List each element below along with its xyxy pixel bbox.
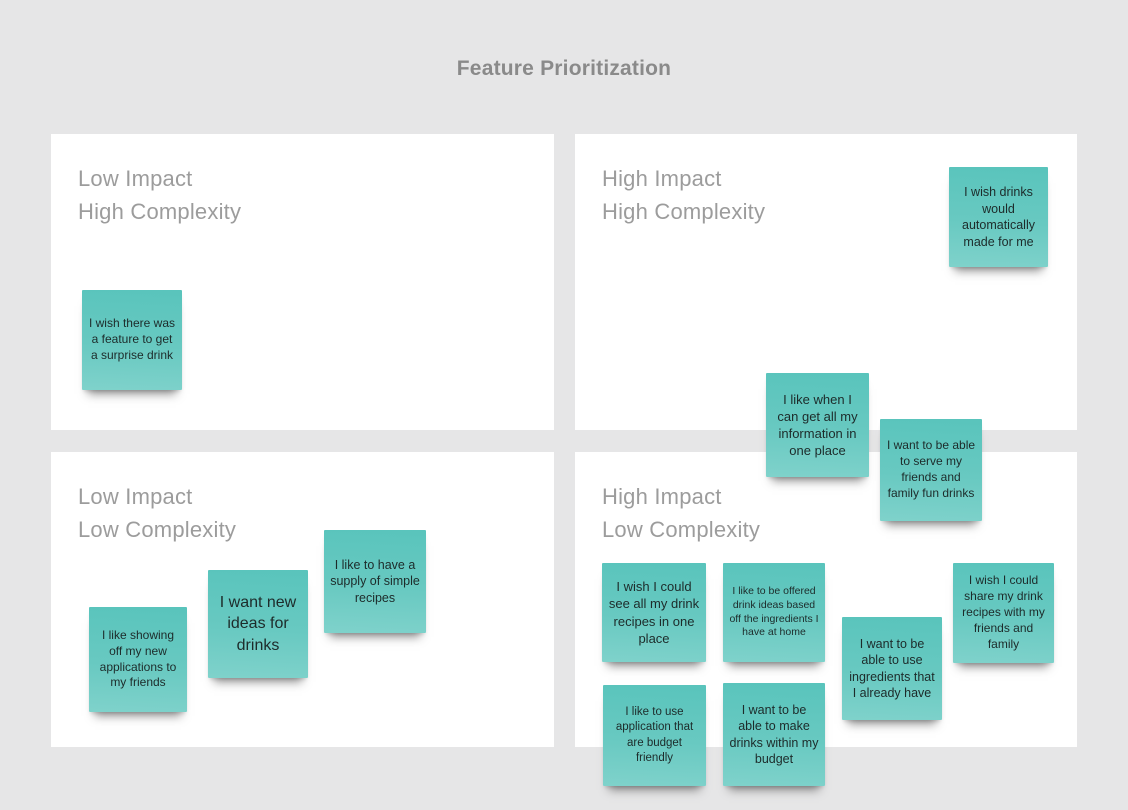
quadrant-heading-line2: High Complexity [602,199,766,224]
sticky-note-text: I like to use application that are budge… [615,706,694,764]
quadrant-heading-line1: Low Impact [78,166,193,191]
sticky-note-text: I like when I can get all my information… [777,391,858,459]
board-title: Feature Prioritization [456,57,672,80]
quadrant-heading: Low Impact Low Complexity [51,452,554,546]
sticky-note[interactable]: I like to use application that are budge… [603,685,706,786]
sticky-note[interactable]: I wish I could share my drink recipes wi… [953,563,1054,663]
sticky-note[interactable]: I want to be able to make drinks within … [723,683,825,786]
quadrant-heading-line1: High Impact [602,166,722,191]
sticky-note-text: I like to be offered drink ideas based o… [729,584,819,639]
quadrant-heading-line2: Low Complexity [602,517,761,542]
sticky-note-text: I want to be able to serve my friends an… [886,438,976,500]
sticky-note[interactable]: I want to be able to use ingredients tha… [842,617,942,720]
sticky-note[interactable]: I like showing off my new applications t… [89,607,187,712]
sticky-note-text: I want to be able to make drinks within … [729,702,819,767]
sticky-note[interactable]: I wish I could see all my drink recipes … [602,563,706,662]
sticky-note-text: I wish I could see all my drink recipes … [608,579,700,646]
sticky-note-text: I like showing off my new applications t… [99,627,177,690]
sticky-note[interactable]: I like to have a supply of simple recipe… [324,530,426,633]
sticky-note[interactable]: I want to be able to serve my friends an… [880,419,982,521]
quadrant-heading: High Impact Low Complexity [575,452,1077,546]
quadrant-heading: High Impact High Complexity [575,134,1077,228]
sticky-note-text: I like to have a supply of simple recipe… [330,557,420,605]
sticky-note-text: I want new ideas for drinks [219,594,297,654]
sticky-note[interactable]: I want new ideas for drinks [208,570,308,678]
sticky-note[interactable]: I like when I can get all my information… [766,373,869,477]
sticky-note-text: I wish I could share my drink recipes wi… [962,573,1045,651]
sticky-note-text: I want to be able to use ingredients tha… [849,636,935,701]
quadrant-heading-line2: Low Complexity [78,517,237,542]
quadrant-heading-line1: High Impact [602,484,722,509]
sticky-note[interactable]: I wish drinks would automatically made f… [949,167,1048,267]
quadrant-heading-line1: Low Impact [78,484,193,509]
quadrant-heading-line2: High Complexity [78,199,242,224]
sticky-note-text: I wish drinks would automatically made f… [962,185,1035,249]
sticky-note[interactable]: I like to be offered drink ideas based o… [723,563,825,662]
sticky-note[interactable]: I wish there was a feature to get a surp… [82,290,182,390]
quadrant-heading: Low Impact High Complexity [51,134,554,228]
sticky-note-text: I wish there was a feature to get a surp… [88,316,176,362]
